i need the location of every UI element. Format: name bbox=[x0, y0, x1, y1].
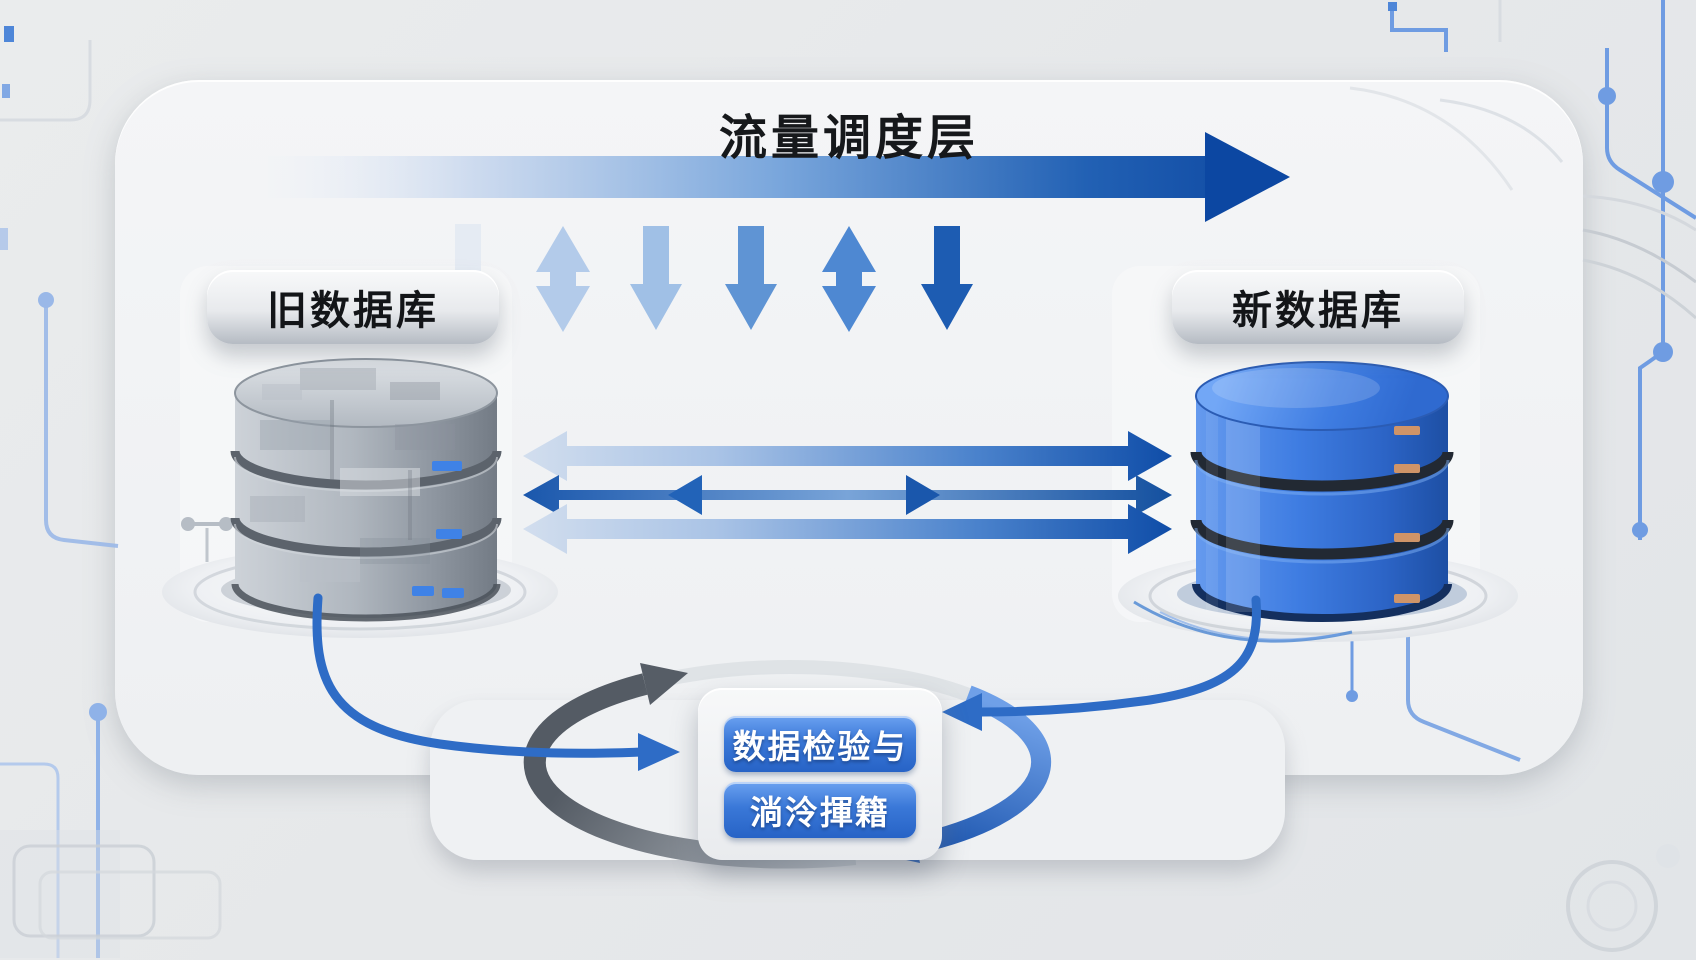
traffic-flow-arrow bbox=[268, 132, 1290, 222]
thick-arrow-bottom bbox=[523, 504, 1172, 554]
double-arrow-icon bbox=[822, 226, 876, 332]
left-connector-arrow bbox=[312, 593, 647, 758]
loop-arrowhead-gray bbox=[640, 663, 688, 705]
thick-arrow-top bbox=[523, 431, 1172, 481]
double-arrow-icon bbox=[536, 226, 590, 332]
old-database-label-panel: 旧数据库 bbox=[207, 270, 499, 344]
thin-arrow-middle bbox=[523, 475, 1172, 515]
sync-module-line2-text: 淌泠揮籍 bbox=[750, 794, 890, 831]
mid-arrowhead-right bbox=[906, 475, 940, 515]
faint-arrow-stub bbox=[455, 224, 481, 274]
migration-arrows bbox=[523, 431, 1172, 554]
new-database-label-panel: 新数据库 bbox=[1172, 270, 1464, 344]
up-down-arrows bbox=[455, 224, 973, 332]
right-connector-arrow bbox=[975, 595, 1261, 717]
down-arrow-icon bbox=[725, 226, 777, 330]
sync-module-line1-text: 数据检验与 bbox=[732, 728, 908, 765]
sync-module-line2: 淌泠揮籍 bbox=[724, 782, 916, 838]
old-database-label: 旧数据库 bbox=[267, 289, 439, 333]
led-indicators-orange bbox=[1394, 426, 1420, 603]
down-arrow-icon bbox=[921, 226, 973, 330]
sync-module-panel: 数据检验与 淌泠揮籍 bbox=[698, 688, 942, 860]
new-database-icon bbox=[1190, 361, 1454, 622]
new-database-label: 新数据库 bbox=[1232, 289, 1404, 333]
old-database-icon bbox=[230, 358, 502, 622]
page-title: 流量调度层 bbox=[718, 112, 979, 165]
db-connectors bbox=[312, 593, 1261, 771]
mid-arrowhead-left bbox=[668, 475, 702, 515]
stone-texture bbox=[250, 368, 455, 582]
down-arrow-icon bbox=[630, 226, 682, 330]
led-indicators-blue bbox=[412, 461, 464, 598]
sync-module-line1: 数据检验与 bbox=[724, 716, 916, 772]
